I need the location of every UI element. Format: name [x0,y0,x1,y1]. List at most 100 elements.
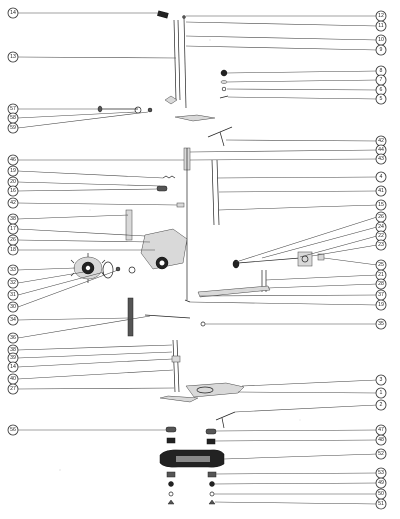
callout-33: 33 [7,264,19,276]
clips-47-48 [165,426,217,445]
svg-text:59: 59 [10,125,16,131]
svg-text:13: 13 [10,54,16,60]
drive-shaft-top [157,10,187,109]
callout-48: 48 [375,434,387,446]
callout-7a: 7 [375,74,387,86]
t-handle-lower [215,411,236,429]
callout-23: 23 [375,239,387,251]
svg-text:49: 49 [378,480,384,486]
svg-text:50: 50 [378,491,384,497]
callout-46: 46 [7,154,19,166]
callout-26a: 26 [375,211,387,223]
callout-34: 34 [7,314,19,326]
callout-39: 39 [7,352,19,364]
svg-text:9: 9 [380,47,383,53]
callout-36: 36 [7,332,19,344]
svg-text:23: 23 [378,242,384,248]
callout-19b: 19 [375,299,387,311]
svg-text:35: 35 [378,321,384,327]
svg-text:39: 39 [10,355,16,361]
svg-text:27: 27 [10,386,16,392]
callout-52: 52 [375,448,387,460]
svg-text:48: 48 [378,437,384,443]
svg-text:38: 38 [10,216,16,222]
svg-text:31: 31 [10,292,16,298]
svg-text:22: 22 [378,233,384,239]
callout-51: 51 [375,498,387,510]
callout-49: 49 [375,477,387,489]
background-texture [59,39,301,471]
callout-30: 30 [7,301,19,313]
svg-text:3: 3 [380,377,383,383]
svg-text:56: 56 [10,427,16,433]
svg-text:20: 20 [10,179,16,185]
callout-27: 27 [7,383,19,395]
vertical-shaft-center [183,147,220,300]
callout-37: 37 [375,289,387,301]
svg-text:12: 12 [378,13,384,19]
long-bolt-right [232,251,325,292]
callout-16: 16 [7,185,19,197]
svg-text:58: 58 [10,115,16,121]
callout-28: 28 [375,278,387,290]
callout-9a: 9 [375,44,387,56]
callout-14a: 12 [375,10,387,22]
svg-text:26: 26 [10,237,16,243]
svg-text:37: 37 [378,292,384,298]
svg-text:7: 7 [380,77,383,83]
svg-text:33: 33 [10,267,16,273]
callout-50: 50 [375,488,387,500]
svg-text:4: 4 [380,174,383,180]
svg-text:6: 6 [380,87,383,93]
svg-text:11: 11 [378,23,383,29]
callout-5a: 5 [375,93,387,105]
svg-text:53: 53 [378,470,384,476]
spring-and-pin [156,175,185,208]
callout-25: 25 [375,259,387,271]
svg-text:57: 57 [10,106,16,112]
svg-text:38: 38 [10,347,16,353]
svg-text:40: 40 [10,376,16,382]
callout-4: 4 [375,171,387,183]
svg-text:1: 1 [380,390,383,396]
callout-53: 53 [375,467,387,479]
callout-22: 22 [375,230,387,242]
svg-text:21: 21 [378,272,384,278]
svg-text:32: 32 [10,280,16,286]
callout-2: 2 [375,399,387,411]
callout-35: 35 [375,318,387,330]
callout-10a: 10 [375,34,387,46]
callouts-right: 12 11 10 9 8 7 6 5 42 44 43 4 41 15 26 2… [375,10,387,510]
callout-14-top: 14 [7,7,19,19]
svg-text:18: 18 [10,247,16,253]
svg-text:14: 14 [10,10,16,16]
callout-32: 32 [7,277,19,289]
callout-56: 56 [7,424,19,436]
bottom-fasteners [166,471,217,505]
svg-text:24: 24 [378,224,384,230]
callout-47: 47 [375,424,387,436]
callout-26b: 26 [7,234,19,246]
svg-text:17: 17 [10,226,16,232]
callout-40: 40 [7,373,19,385]
callout-8a: 8 [375,65,387,77]
gear-housing-cluster [125,209,188,274]
svg-text:51: 51 [378,501,384,507]
svg-text:43: 43 [378,156,384,162]
bolt-assembly-left [97,95,216,122]
callout-38: 38 [7,213,19,225]
svg-text:42: 42 [10,200,16,206]
svg-text:14: 14 [10,364,16,370]
callout-24: 24 [375,221,387,233]
svg-text:36: 36 [10,335,16,341]
svg-text:5: 5 [380,96,383,102]
t-handle-upper [207,126,233,147]
svg-text:10: 10 [378,37,384,43]
callout-17: 17 [7,223,19,235]
pin-assembly-right [184,285,271,303]
leader-lines [17,12,378,505]
cross-bar-52 [159,449,225,468]
callout-58: 58 [7,112,19,124]
callout-15: 15 [375,199,387,211]
